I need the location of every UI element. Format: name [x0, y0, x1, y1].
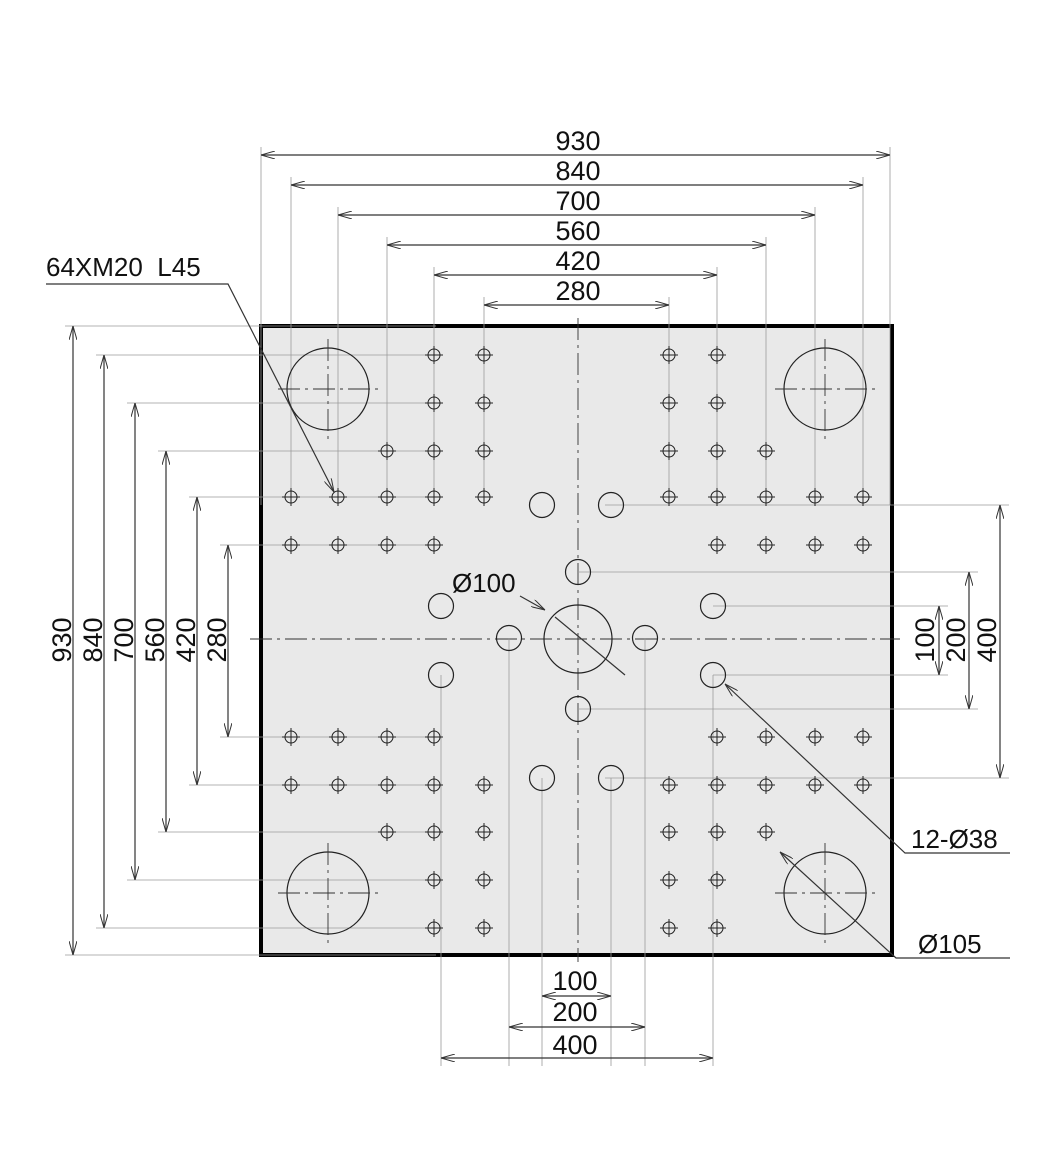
locating-hole [564, 558, 592, 586]
locating-hole [564, 695, 592, 723]
locating-hole [699, 661, 727, 689]
locating-hole [427, 592, 455, 620]
leader-lines [46, 283, 1010, 959]
left-dim-930: 930 [47, 617, 77, 662]
right-dim-100: 100 [910, 617, 940, 662]
leader-center-bore [519, 595, 545, 610]
locating-hole [597, 764, 625, 792]
locating-hole [597, 491, 625, 519]
bottom-dim-200: 200 [552, 997, 597, 1027]
right-dim-400: 400 [972, 617, 1002, 662]
center-bore [543, 604, 613, 674]
plate-features [278, 339, 875, 943]
callout-locating-holes: 12-Ø38 [911, 824, 998, 854]
locating-hole [699, 592, 727, 620]
dimension-lines [73, 155, 1000, 1058]
top-dim-280: 280 [555, 276, 600, 306]
right-dim-200: 200 [941, 617, 971, 662]
leader-center-bore [554, 616, 626, 676]
leader-tie-bar-hole [780, 852, 1010, 959]
top-dim-840: 840 [555, 156, 600, 186]
left-dim-700: 700 [109, 617, 139, 662]
locating-hole [495, 624, 523, 652]
top-dim-420: 420 [555, 246, 600, 276]
callout-center-bore: Ø100 [452, 568, 516, 598]
platen-plate [259, 324, 894, 957]
leader-locating-holes [725, 684, 1010, 854]
left-dim-420: 420 [171, 617, 201, 662]
top-dim-930: 930 [555, 126, 600, 156]
left-dim-560: 560 [140, 617, 170, 662]
top-dim-560: 560 [555, 216, 600, 246]
bottom-dim-400: 400 [552, 1030, 597, 1060]
locating-hole [631, 624, 659, 652]
top-dim-700: 700 [555, 186, 600, 216]
locating-hole [528, 491, 556, 519]
leader-tapped-holes [46, 283, 334, 492]
callout-tapped-holes: 64XM20 L45 [46, 252, 201, 282]
locating-hole [427, 661, 455, 689]
bottom-dim-100: 100 [552, 966, 597, 996]
left-dim-280: 280 [202, 617, 232, 662]
callout-tie-bar-hole: Ø105 [918, 929, 982, 959]
left-dim-840: 840 [78, 617, 108, 662]
locating-hole [528, 764, 556, 792]
